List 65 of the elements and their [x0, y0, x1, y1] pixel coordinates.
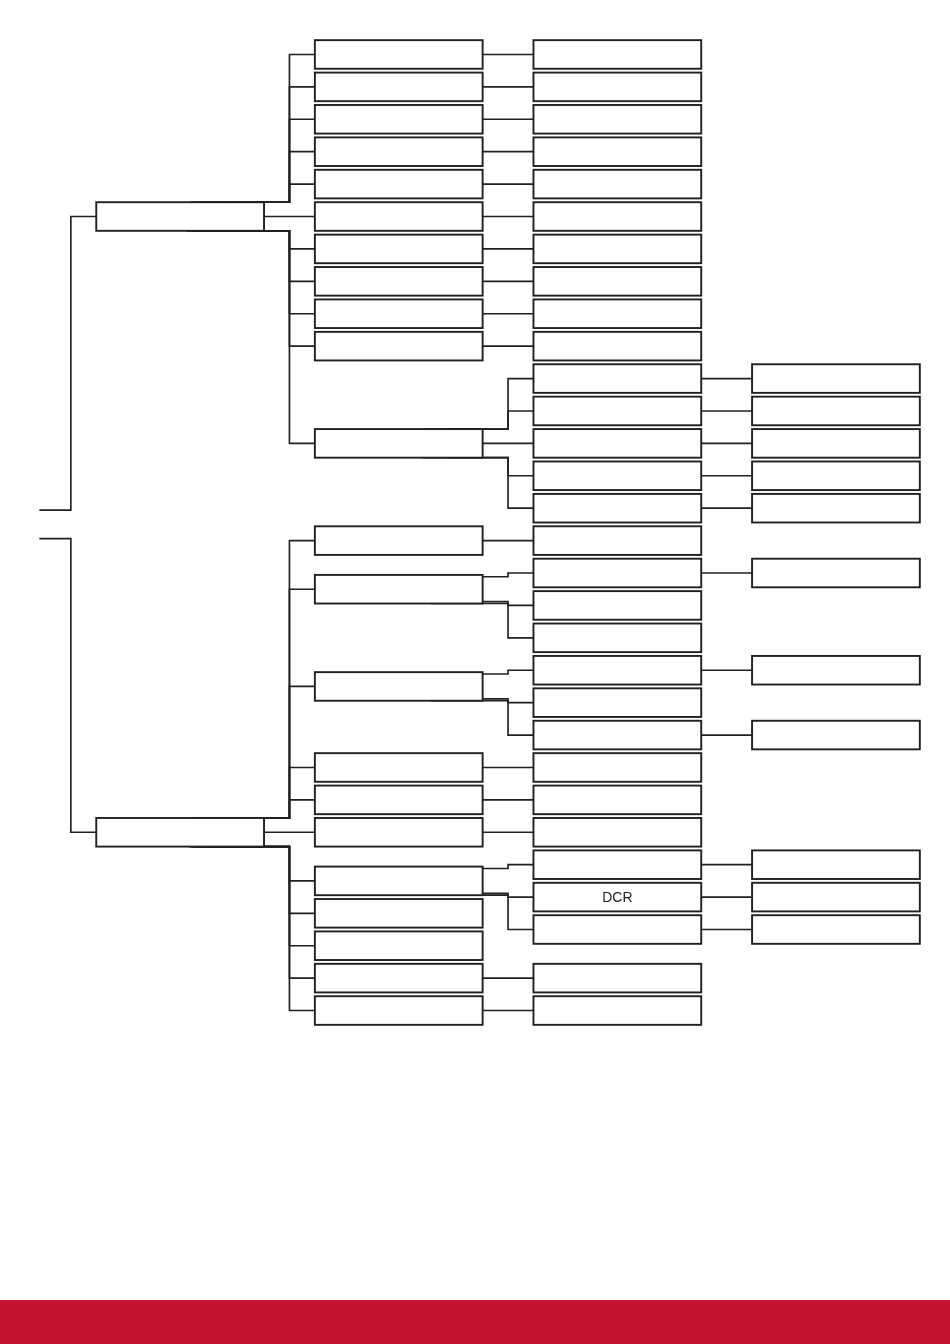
- node-box: [532, 492, 703, 524]
- node-box: [313, 865, 484, 897]
- node-box: [751, 557, 921, 589]
- node-box: [532, 39, 703, 70]
- node-box: [313, 962, 484, 994]
- node-box: [532, 995, 703, 1026]
- node-box: DCR: [532, 881, 703, 913]
- node-box: [313, 930, 484, 961]
- node-box: [532, 71, 703, 103]
- node-box: [532, 655, 703, 686]
- node-box: [313, 752, 484, 783]
- node-box: [532, 849, 703, 880]
- node-box: [751, 719, 921, 751]
- node-box: [313, 898, 484, 929]
- node-box: [95, 817, 265, 848]
- node-box: [313, 671, 484, 702]
- node-box: [532, 557, 703, 589]
- node-box: [313, 136, 484, 167]
- node-box: [751, 363, 921, 394]
- node-box: [532, 719, 703, 751]
- node-box: [532, 590, 703, 621]
- node-box: [313, 201, 484, 232]
- node-box: [751, 428, 921, 459]
- node-box: [313, 817, 484, 848]
- node-box: [532, 525, 703, 556]
- node-box: [751, 655, 921, 686]
- node-box: [313, 233, 484, 265]
- node-box: [532, 266, 703, 297]
- node-box: [751, 460, 921, 492]
- node-box: [532, 752, 703, 783]
- node-box: [532, 233, 703, 265]
- node-box: [532, 914, 703, 945]
- node-box: [532, 363, 703, 394]
- node-box: [313, 995, 484, 1026]
- node-box: [751, 849, 921, 880]
- node-box: [532, 962, 703, 994]
- node-box: [532, 330, 703, 362]
- node-box: [313, 428, 484, 459]
- node-box: [532, 201, 703, 232]
- node-box: [95, 201, 265, 232]
- node-box: [751, 881, 921, 913]
- node-box: [532, 395, 703, 427]
- node-box: [751, 492, 921, 524]
- node-box: [532, 784, 703, 816]
- node-box: [532, 104, 703, 135]
- node-box: [532, 460, 703, 492]
- node-box: [532, 622, 703, 654]
- node-box: [532, 136, 703, 167]
- node-box: [313, 104, 484, 135]
- node-box: [751, 914, 921, 945]
- node-box: [532, 687, 703, 718]
- node-box: [313, 298, 484, 329]
- node-box: [313, 168, 484, 200]
- node-box: [313, 573, 484, 605]
- node-box: [313, 525, 484, 556]
- node-box: [313, 39, 484, 70]
- node-box: [313, 71, 484, 103]
- node-box: [532, 298, 703, 329]
- node-box: [751, 395, 921, 427]
- node-box: [313, 266, 484, 297]
- node-box: [532, 428, 703, 459]
- node-box: [532, 168, 703, 200]
- node-box: [532, 817, 703, 848]
- node-box: [313, 330, 484, 362]
- node-box: [313, 784, 484, 816]
